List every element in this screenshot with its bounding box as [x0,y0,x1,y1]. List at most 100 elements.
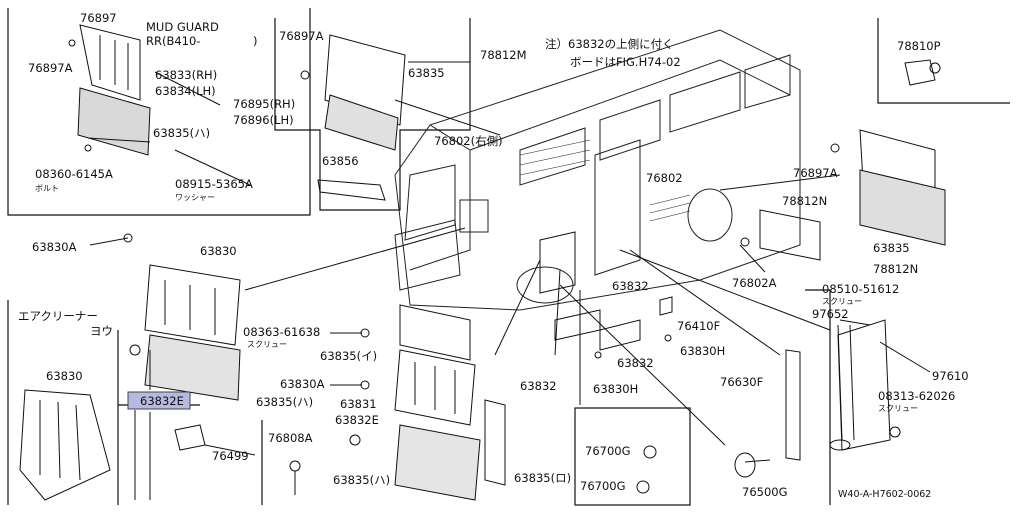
label-63835-ha-tl[interactable]: 63835(ハ) [153,126,210,140]
part-63830-aircleaner-guard [19,389,111,501]
label-63831[interactable]: 63831 [340,397,377,411]
label-63835-ha-3[interactable]: 63835(ハ) [333,473,390,487]
arrow-to-63832 [554,269,561,356]
van-rear-vent [649,194,691,222]
label-63856[interactable]: 63856 [322,154,359,168]
van-windshield [404,164,456,241]
van-front-panel [394,219,461,291]
part-76808a-bolt [289,460,301,472]
leader-76802a [739,244,766,273]
panel-title-line1: MUD GUARD [146,20,219,34]
arrow-to-97652 [619,249,831,331]
label-63832-b[interactable]: 63832 [617,356,654,370]
van-door [594,139,641,276]
arrow-to-63830 [244,227,466,291]
diagram-code: W40-A-H7602-0062 [838,489,931,500]
label-63835-ro[interactable]: 63835(ロ) [514,471,571,485]
part-76499-bracket [174,424,206,451]
label-78812n-b[interactable]: 78812N [873,262,918,276]
label-63832e-box[interactable]: 63832E [140,394,184,408]
label-08915-sub: ワッシャー [175,193,215,202]
label-08915[interactable]: 08915-5365A [175,177,253,191]
label-63835-r[interactable]: 63835 [873,241,910,255]
leader-97652 [839,319,871,326]
label-63830a-2[interactable]: 63830A [280,377,325,391]
label-78812n-a[interactable]: 78812N [782,194,827,208]
label-08510[interactable]: 08510-51612 [822,282,899,296]
part-63830-slots [164,280,216,335]
label-08363-sub: スクリュー [247,340,287,349]
label-08360[interactable]: 08360-6145A [35,167,113,181]
label-78812m[interactable]: 78812M [480,48,527,62]
leader-63830a-1 [89,237,129,246]
van-side-window [519,127,586,186]
label-63834lh[interactable]: 63834(LH) [155,84,216,98]
part-mudguard-flap-r [859,169,946,246]
label-63830-aircleaner[interactable]: 63830 [46,369,83,383]
van-roof-line [469,59,791,151]
part-63835ro-flap [484,399,506,486]
label-78810p[interactable]: 78810P [897,39,941,53]
part-screw-76897a-tl [68,39,76,47]
panel-top-right-frame [877,18,1010,104]
label-76802[interactable]: 76802 [646,171,683,185]
label-76500g[interactable]: 76500G [742,485,788,499]
label-63832-c[interactable]: 63832 [520,379,557,393]
leader-lines [87,61,931,463]
label-76897-tl[interactable]: 76897 [80,11,117,25]
arrow-to-76630f [629,249,781,356]
part-76700g-clip-a [643,445,657,459]
part-63832-bracket-c [539,231,576,294]
label-76499[interactable]: 76499 [212,449,249,463]
label-63832e-mid[interactable]: 63832E [335,413,379,427]
part-63831-slots [414,362,456,414]
label-76897a-r[interactable]: 76897A [793,166,838,180]
part-97610-bracket [837,319,891,451]
part-screw-76897a-tc [300,70,310,80]
label-08313-sub: スクリュー [878,404,918,413]
note-line2: ボードはFIG.H74-02 [570,55,681,69]
part-mudguard-flap-tc [324,94,399,151]
part-mudguard-bracket-tl [79,24,141,101]
part-76700g-clip-b [636,480,650,494]
label-97610[interactable]: 97610 [932,369,969,383]
van-side-window-4 [744,54,791,109]
arrow-to-tc-guard [394,99,501,136]
label-08363[interactable]: 08363-61638 [243,325,320,339]
label-76896lh[interactable]: 76896(LH) [233,113,294,127]
label-76895rh[interactable]: 76895(RH) [233,97,295,111]
label-63830-1[interactable]: 63830 [200,244,237,258]
highlight-63832e-box[interactable] [127,391,191,410]
label-97652[interactable]: 97652 [812,307,849,321]
part-63835-flap-c [394,424,481,501]
part-76630f-strip [785,349,801,461]
label-08360-sub: ボルト [35,184,59,193]
part-bolt-08360 [84,144,92,152]
label-76410f[interactable]: 76410F [677,319,720,333]
part-clip-63832e-c [349,434,361,446]
label-76802a[interactable]: 76802A [732,276,777,290]
label-76897a-tl[interactable]: 76897A [28,61,73,75]
label-63835-tc[interactable]: 63835 [408,66,445,80]
leader-76499 [204,444,256,456]
label-08313[interactable]: 08313-62026 [878,389,955,403]
label-76700g-b[interactable]: 76700G [580,479,626,493]
label-76802-right[interactable]: 76802(右側) [434,134,503,148]
label-63830a-1[interactable]: 63830A [32,240,77,254]
label-08510-sub: スクリュー [822,297,862,306]
label-63835-ha-2[interactable]: 63835(ハ) [256,395,313,409]
label-63830h-b[interactable]: 63830H [593,382,638,396]
label-63833rh[interactable]: 63833(RH) [155,68,217,82]
arrow-to-63831 [494,259,541,356]
part-aircleaner-guard-ribs [39,400,81,481]
panel-title-line2: RR(B410- [146,34,200,48]
label-76897a-tc[interactable]: 76897A [279,29,324,43]
part-76500g-bumper [734,452,756,478]
label-76700g-a[interactable]: 76700G [585,444,631,458]
label-63835-i[interactable]: 63835(イ) [320,349,377,363]
label-76808a[interactable]: 76808A [268,431,313,445]
label-63830h-a[interactable]: 63830H [680,344,725,358]
label-76630f[interactable]: 76630F [720,375,763,389]
label-63832-a[interactable]: 63832 [612,279,649,293]
